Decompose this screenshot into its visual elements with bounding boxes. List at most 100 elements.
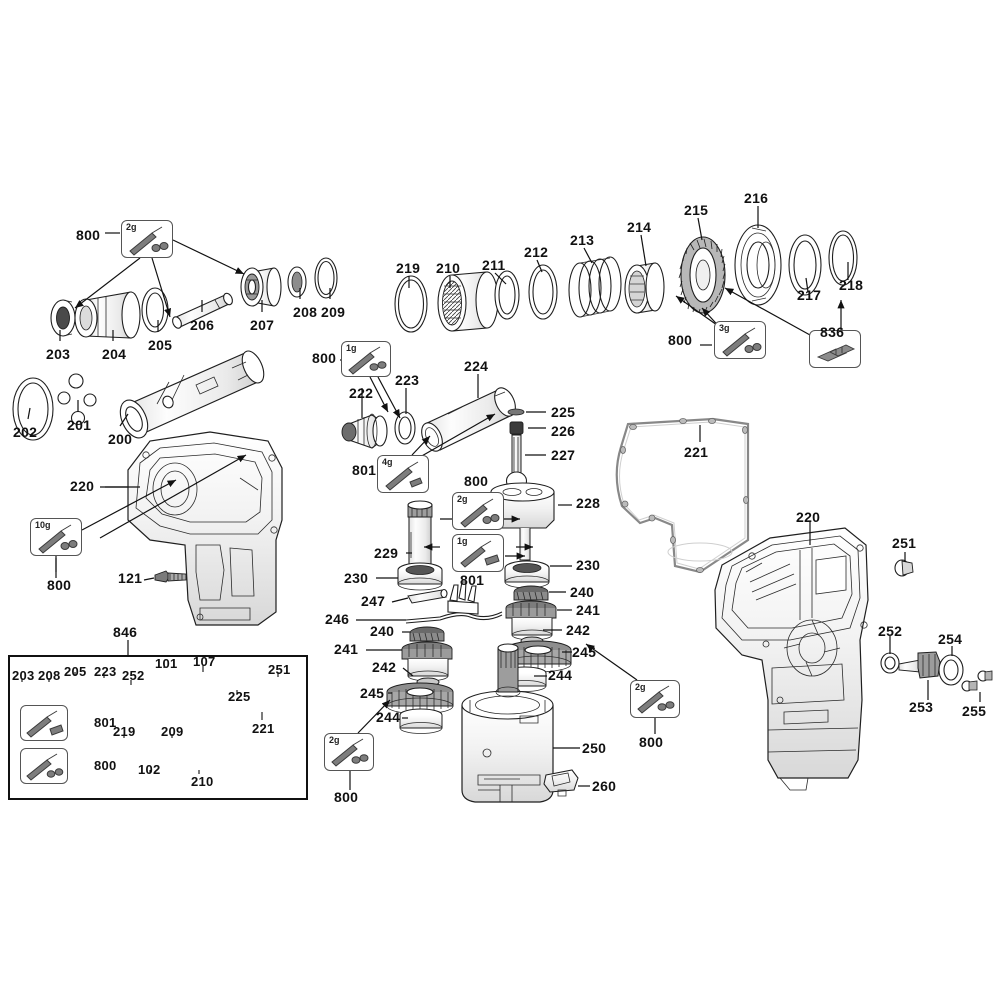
part-label-225: 225 — [551, 404, 576, 420]
part-label-219: 219 — [396, 260, 421, 276]
kit-label-221: 221 — [252, 721, 275, 736]
part-label-800-e: 800 — [464, 473, 489, 489]
part-label-208: 208 — [293, 304, 318, 320]
part-221 — [615, 417, 750, 574]
part-255 — [961, 670, 993, 692]
screw-icon — [38, 524, 78, 554]
kit-label-251: 251 — [268, 662, 291, 677]
part-label-242-b: 242 — [372, 659, 397, 675]
part-label-228: 228 — [576, 495, 601, 511]
part-label-800-g: 800 — [639, 734, 664, 750]
group-222-224 — [341, 376, 516, 458]
callout-box-801-a[interactable]: 4g — [377, 455, 429, 493]
kit-label-107: 107 — [193, 654, 216, 669]
part-label-800-f: 800 — [334, 789, 359, 805]
part-215 — [678, 236, 726, 314]
group-gears-left — [386, 626, 454, 734]
part-218 — [828, 230, 858, 286]
part-label-214: 214 — [627, 219, 652, 235]
kit-label-801: 801 — [94, 715, 117, 730]
group-229-230 — [397, 500, 550, 591]
part-225 — [507, 408, 525, 416]
part-label-220-right: 220 — [796, 509, 821, 525]
callout-box-800-c[interactable]: 3g — [714, 321, 766, 359]
part-label-216: 216 — [744, 190, 769, 206]
part-250 — [461, 643, 554, 803]
part-label-801-a: 801 — [352, 462, 377, 478]
part-214 — [624, 262, 665, 314]
callout-box-800-b[interactable]: 10g — [30, 518, 82, 556]
part-label-227: 227 — [551, 447, 576, 463]
kit-label-800: 800 — [94, 758, 117, 773]
part-label-244-b: 244 — [376, 709, 401, 725]
part-228 — [490, 482, 555, 561]
part-204 — [74, 291, 141, 339]
callout-box-801-kit[interactable] — [20, 705, 68, 741]
part-241-left — [401, 641, 453, 682]
part-244-left — [399, 708, 443, 734]
part-label-240-a: 240 — [570, 584, 595, 600]
kit-label-203: 203 — [12, 668, 35, 683]
part-label-209: 209 — [321, 304, 346, 320]
brush-kit-icon — [816, 344, 856, 362]
part-253 — [898, 651, 941, 679]
callout-qty: 10g — [35, 520, 51, 530]
part-label-836: 836 — [820, 324, 845, 340]
part-label-800: 800 — [76, 227, 101, 243]
part-label-252: 252 — [878, 623, 903, 639]
callout-qty: 1g — [346, 343, 357, 353]
part-222 — [341, 413, 388, 449]
callout-box-800-g[interactable]: 2g — [630, 680, 680, 718]
part-230-left — [397, 562, 443, 591]
part-217 — [788, 234, 822, 296]
part-label-230-b: 230 — [576, 557, 601, 573]
part-251 — [894, 559, 914, 577]
callout-box-800-d[interactable]: 1g — [341, 341, 391, 377]
kit-label-219: 219 — [113, 724, 136, 739]
screw-icon — [331, 738, 369, 767]
part-247 — [407, 588, 448, 604]
part-label-222: 222 — [349, 385, 374, 401]
part-label-800-b: 800 — [47, 577, 72, 593]
part-label-254: 254 — [938, 631, 963, 647]
screw-icon — [385, 461, 423, 491]
callout-box-800-e[interactable]: 2g — [452, 492, 504, 530]
part-label-207: 207 — [250, 317, 275, 333]
screw-icon — [26, 710, 64, 738]
part-223 — [394, 411, 416, 445]
part-254 — [938, 654, 964, 686]
part-label-230-a: 230 — [344, 570, 369, 586]
part-label-247: 247 — [361, 593, 386, 609]
callout-box-801-b[interactable]: 1g — [452, 534, 504, 572]
callout-qty: 2g — [329, 735, 340, 745]
callout-box-800-a[interactable]: 2g — [121, 220, 173, 258]
part-203 — [50, 299, 76, 337]
part-200 — [119, 350, 265, 439]
callout-box-800-kit[interactable] — [20, 748, 68, 784]
part-label-121: 121 — [118, 570, 143, 586]
group-top-left-parts — [50, 239, 338, 339]
callout-qty: 2g — [635, 682, 646, 692]
callout-box-836[interactable] — [809, 330, 861, 368]
group-top-right-parts — [394, 224, 858, 336]
part-220-left-housing — [99, 431, 283, 626]
part-219 — [394, 275, 428, 333]
part-label-244-a: 244 — [548, 667, 573, 683]
callout-qty: 3g — [719, 323, 730, 333]
kit-label-208: 208 — [38, 668, 61, 683]
part-212 — [528, 264, 558, 320]
kit-label-252: 252 — [122, 668, 145, 683]
part-label-241-a: 241 — [576, 602, 601, 618]
kit-label-205: 205 — [64, 664, 87, 679]
part-label-215: 215 — [684, 202, 709, 218]
part-label-800-c: 800 — [668, 332, 693, 348]
part-label-801-b: 801 — [460, 572, 485, 588]
callout-qty: 4g — [382, 457, 393, 467]
part-260 — [543, 769, 579, 797]
part-201 — [57, 373, 97, 426]
part-label-217: 217 — [797, 287, 822, 303]
callout-box-800-f[interactable]: 2g — [324, 733, 374, 771]
kit-label-101: 101 — [155, 656, 178, 671]
